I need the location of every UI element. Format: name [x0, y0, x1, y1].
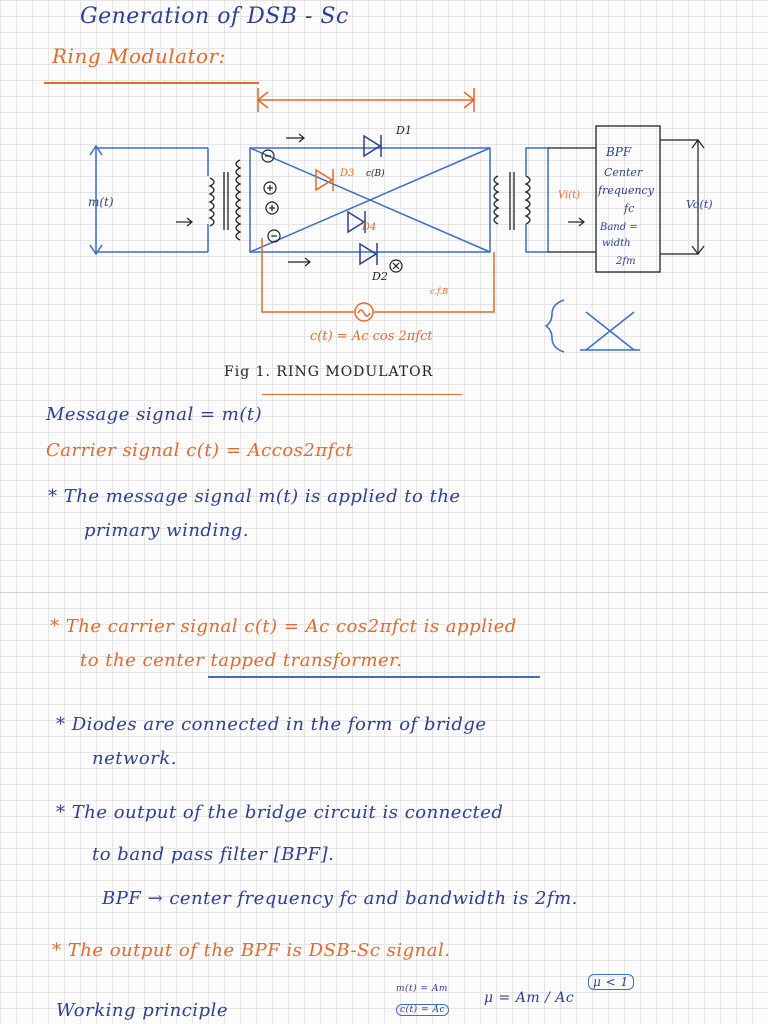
diode-bridge — [249, 147, 491, 253]
primary-coil — [208, 177, 215, 227]
vi-label: Vi(t) — [558, 190, 580, 201]
point-2-underline — [208, 676, 540, 678]
point-2-line-1: * The carrier signal c(t) = Ac cos2πfct … — [50, 616, 517, 637]
page-break — [0, 592, 768, 593]
dimension-arrow — [256, 88, 476, 112]
side-sketch — [544, 299, 640, 353]
label-cb: c(B) — [366, 168, 385, 179]
diode-label-d3: D3 — [339, 168, 354, 179]
point-1-line-1: * The message signal m(t) is applied to … — [48, 486, 461, 507]
polarity-marks — [261, 149, 403, 273]
heading-underline — [44, 82, 259, 84]
note-message-amplitude: m(t) = Am — [396, 984, 448, 994]
diode-label-d1: D1 — [395, 124, 412, 137]
modulation-condition: μ < 1 — [588, 974, 634, 990]
message-signal-definition: Message signal = m(t) — [46, 404, 263, 425]
bpf-box — [595, 125, 661, 273]
point-4-line-3: BPF → center frequency fc and bandwidth … — [102, 888, 578, 909]
figure-caption: Fig 1. RING MODULATOR — [224, 364, 434, 380]
diode-d1 — [363, 134, 382, 158]
carrier-equation: c(t) = Ac cos 2πfct — [310, 329, 433, 344]
label-cfb: c.f.B — [430, 287, 448, 296]
ring-modulator-diagram: D1 D3 D4 D2 c(B) c.f.B BPF C — [88, 88, 713, 353]
caption-underline — [262, 394, 462, 395]
working-principle-heading: Working principle — [56, 1000, 228, 1021]
bpf-line-2: Center — [604, 166, 643, 179]
current-arrows — [176, 133, 585, 267]
modulation-index: μ = Am / Ac — [484, 990, 575, 1006]
bpf-line-7: 2fm — [615, 256, 636, 267]
page-title: Generation of DSB - Sc — [80, 4, 349, 29]
diode-d2 — [359, 242, 378, 266]
input-signal-label: m(t) — [88, 195, 114, 209]
output-coil-left — [493, 175, 500, 225]
diode-label-d4: D4 — [361, 222, 376, 233]
carrier-signal-definition: Carrier signal c(t) = Accos2πfct — [46, 440, 354, 461]
carrier-loop — [261, 238, 495, 322]
bpf-line-5: Band = — [599, 222, 638, 233]
point-5: * The output of the BPF is DSB-Sc signal… — [52, 940, 451, 961]
secondary-coil — [235, 159, 242, 241]
output-signal-label: Vo(t) — [686, 198, 713, 211]
bpf-line-6: width — [602, 238, 631, 249]
bpf-line-3: frequency — [597, 184, 655, 197]
note-carrier-amplitude: c(t) = Ac — [396, 1004, 449, 1016]
point-2-line-2: to the center tapped transformer. — [80, 650, 403, 671]
diode-d4 — [347, 210, 366, 234]
bpf-line-4: fc — [623, 202, 634, 215]
output-coil-right — [524, 175, 531, 225]
point-1-line-2: primary winding. — [84, 520, 250, 541]
diode-d3 — [315, 168, 334, 192]
output-loop — [548, 139, 705, 255]
point-3-line-1: * Diodes are connected in the form of br… — [56, 714, 487, 735]
input-loop — [89, 144, 209, 256]
point-4-line-1: * The output of the bridge circuit is co… — [56, 802, 504, 823]
diode-label-d2: D2 — [371, 270, 388, 283]
section-heading: Ring Modulator: — [52, 44, 226, 68]
point-4-line-2: to band pass filter [BPF]. — [92, 844, 335, 865]
point-3-line-2: network. — [92, 748, 177, 769]
bpf-line-1: BPF — [605, 145, 632, 159]
